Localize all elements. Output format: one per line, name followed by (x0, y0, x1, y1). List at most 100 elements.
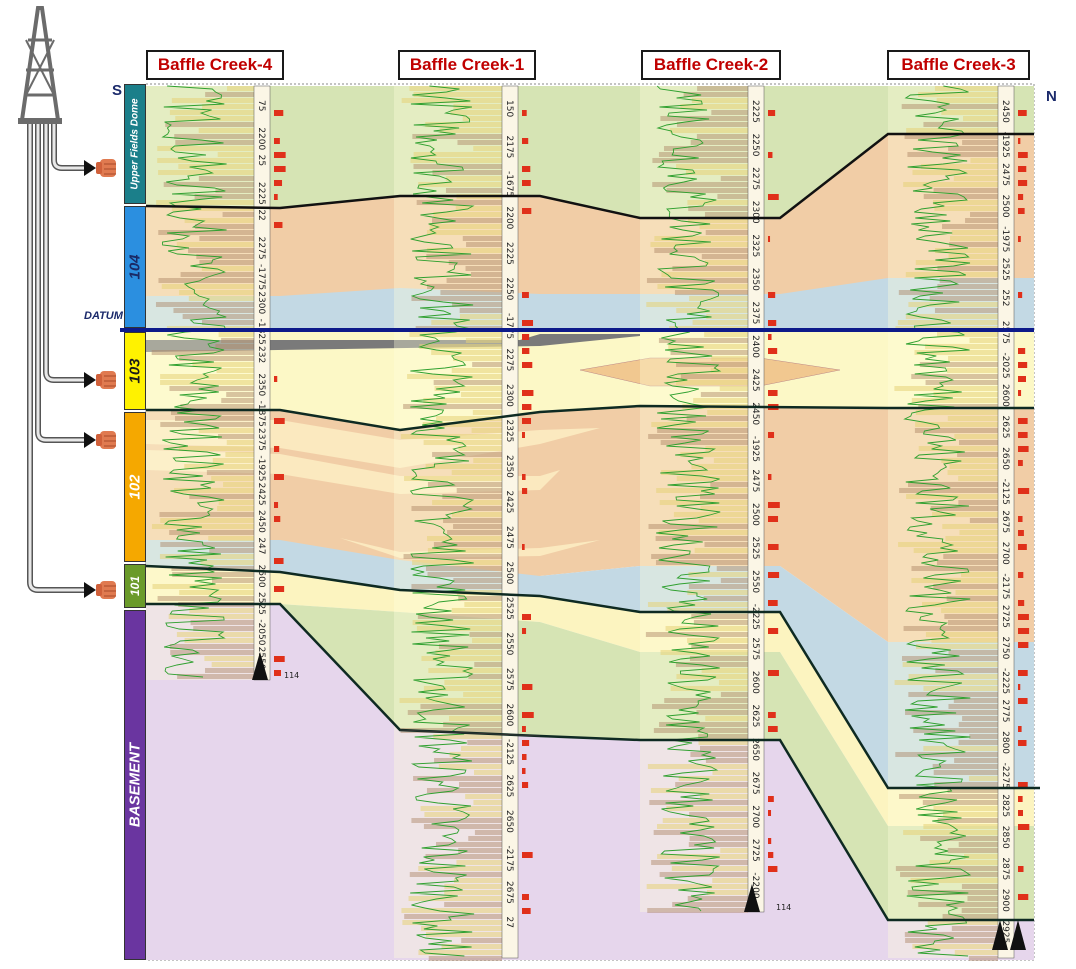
log-fill-bar (152, 584, 254, 589)
datum-label: DATUM (84, 310, 123, 322)
log-fill-bar (223, 482, 254, 487)
log-fill-bar (921, 602, 998, 607)
depth-tick-label: 2900 (1000, 889, 1010, 912)
log-fill-bar (431, 320, 502, 325)
resistivity-spike (522, 782, 529, 788)
log-fill-bar (947, 848, 998, 853)
resistivity-spike (768, 712, 776, 718)
log-fill-bar (958, 842, 998, 847)
log-fill-bar (403, 554, 502, 559)
zone-label-104: 104 (126, 254, 144, 280)
log-fill-bar (221, 338, 254, 343)
log-fill-bar (158, 170, 254, 175)
depth-tick-label: 25 (256, 155, 266, 166)
depth-tick-label: 2275 (504, 349, 514, 372)
log-fill-bar (905, 314, 998, 319)
depth-tick-label: 2225 (504, 242, 514, 265)
depth-tick-label: 2750 (1000, 636, 1010, 659)
resistivity-spike (522, 208, 532, 214)
log-fill-bar (411, 296, 502, 301)
log-fill-bar (913, 728, 998, 733)
resistivity-spike (522, 754, 527, 760)
log-fill-bar (160, 380, 254, 385)
resistivity-spike (274, 670, 281, 676)
depth-tick-label: 2175 (504, 136, 514, 159)
log-fill-bar (932, 512, 998, 517)
log-fill-bar (399, 698, 502, 703)
depth-tick-label: 2425 (256, 483, 266, 506)
log-fill-bar (202, 320, 254, 325)
log-fill-bar (221, 398, 254, 403)
zone-label-upper-fields-dome: Upper Fields Dome (129, 98, 141, 190)
log-fill-bar (670, 686, 748, 691)
log-fill-bar (170, 650, 254, 655)
log-fill-bar (425, 122, 502, 127)
log-fill-bar (959, 440, 998, 445)
log-fill-bar (685, 170, 748, 175)
log-fill-bar (408, 896, 502, 901)
gamma-ray-curve (656, 85, 722, 912)
log-fill-bar (456, 860, 502, 865)
depth-tick-label: 2800 (1000, 731, 1010, 754)
gamma-ray-curve (161, 85, 227, 678)
log-fill-bar (942, 914, 998, 919)
log-fill-bar (653, 830, 748, 835)
log-fill-bar (696, 710, 748, 715)
zone-tab-102: 102 (124, 412, 146, 562)
log-fill-bar (198, 428, 254, 433)
log-fill-bar (674, 290, 748, 295)
log-fill-bar (472, 362, 502, 367)
log-fill-bar (659, 500, 748, 505)
log-fill-bar (198, 176, 254, 181)
resistivity-spike (1018, 740, 1027, 746)
log-fill-bar (427, 572, 502, 577)
total-depth-marker (744, 884, 760, 912)
depth-tick-label: 2925 (1000, 920, 1010, 943)
log-fill-bar (418, 866, 502, 871)
log-fill-bar (712, 878, 748, 883)
south-label: S (112, 82, 123, 99)
log-fill-bar (945, 536, 998, 541)
depth-tick-label: 2600 (1000, 384, 1010, 407)
log-fill-bar (704, 260, 748, 265)
depth-tick-label: 2675 (750, 772, 760, 795)
log-fill-bar (216, 368, 254, 373)
total-depth-label: 114 (776, 903, 791, 912)
hand-pointer-icon (96, 371, 116, 389)
resistivity-spike (768, 502, 780, 508)
log-fill-bar (169, 386, 254, 391)
log-fill-bar (658, 338, 748, 343)
log-fill-bar (646, 884, 748, 889)
upper-fields-dome-band (146, 86, 1034, 218)
log-fill-bar (418, 950, 502, 955)
wellbore-arrow (84, 160, 96, 176)
log-fill-bar (473, 146, 502, 151)
resistivity-spike (274, 152, 286, 158)
resistivity-spike (1018, 628, 1030, 634)
resistivity-spike (522, 292, 529, 298)
log-fill-bar (651, 554, 748, 559)
log-fill-bar (916, 644, 998, 649)
log-fill-bar (943, 812, 998, 817)
zone-label-basement: BASEMENT (126, 742, 144, 828)
log-fill-bar (910, 878, 998, 883)
log-fill-bar (205, 668, 254, 673)
log-fill-bar (211, 662, 254, 667)
resistivity-spike (768, 600, 778, 606)
log-fill-bar (907, 482, 998, 487)
log-fill-bar (968, 776, 998, 781)
log-fill-bar (951, 230, 998, 235)
log-fill-bar (720, 176, 748, 181)
log-fill-bar (474, 770, 502, 775)
log-fill-bar (173, 308, 254, 313)
depth-tick-label: -1975 (1000, 226, 1010, 252)
log-fill-bar (656, 824, 748, 829)
depth-tick-label: 247 (256, 537, 266, 554)
depth-tick-label: -2125 (1000, 479, 1010, 505)
depth-tick-label: 2300 (750, 201, 760, 224)
log-fill-bar (433, 734, 502, 739)
log-fill-bar (647, 602, 748, 607)
log-fill-bar (898, 290, 998, 295)
top-104-boundary (145, 132, 1034, 220)
